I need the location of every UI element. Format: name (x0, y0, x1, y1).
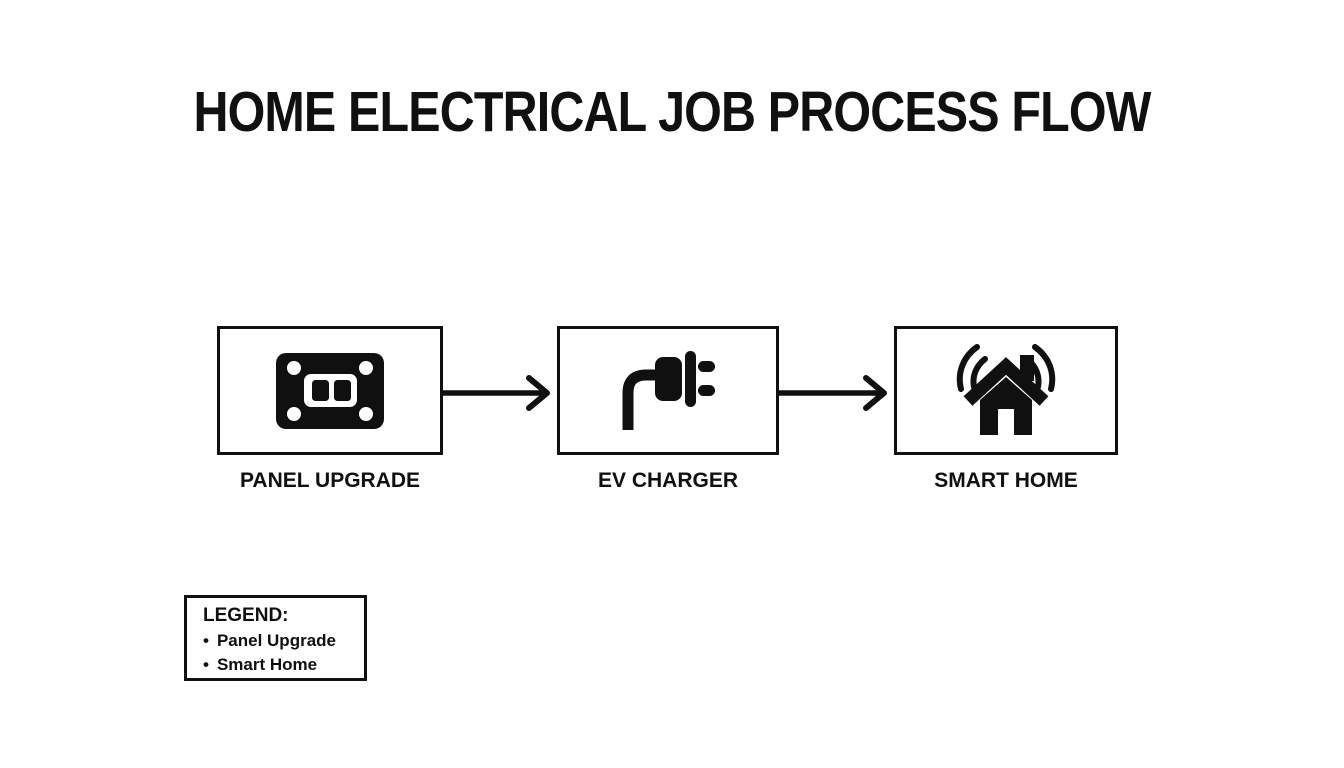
flow-step-panel-upgrade (217, 326, 443, 455)
arrow-right-icon (779, 375, 887, 411)
bullet-icon: • (203, 655, 209, 674)
electrical-panel-icon (276, 352, 384, 429)
flow-step-ev-charger (557, 326, 779, 455)
flow-step-smart-home (894, 326, 1118, 455)
step-label-panel-upgrade: PANEL UPGRADE (239, 469, 421, 492)
page-title-text: HOME ELECTRICAL JOB PROCESS FLOW (193, 80, 1151, 144)
ev-plug-icon (622, 350, 715, 430)
legend-item-label: Panel Upgrade (216, 631, 336, 650)
legend-item-smart-home: • Smart Home (203, 653, 364, 677)
legend-title: LEGEND: (203, 605, 289, 626)
legend-item-panel-upgrade: • Panel Upgrade (203, 629, 364, 653)
legend-item-label: Smart Home (216, 655, 318, 674)
arrow-right-icon (443, 375, 550, 411)
flow-arrow-2 (778, 371, 894, 415)
bullet-icon: • (203, 631, 209, 650)
step-label-ev-charger: EV CHARGER (597, 469, 739, 492)
flow-arrow-1 (442, 371, 557, 415)
page-title: HOME ELECTRICAL JOB PROCESS FLOW (0, 82, 1344, 142)
legend-box: LEGEND: • Panel Upgrade • Smart Home (184, 595, 367, 681)
smart-home-icon (956, 343, 1056, 435)
step-label-smart-home: SMART HOME (934, 469, 1078, 492)
